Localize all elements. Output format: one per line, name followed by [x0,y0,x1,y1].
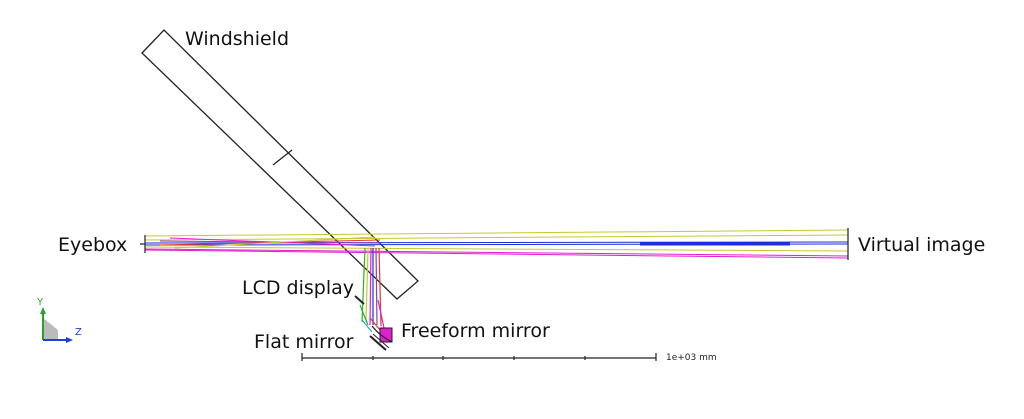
windshield-label: Windshield [185,28,289,50]
lcd-display-element [354,295,365,305]
scale-bar-label: 1e+03 mm [666,353,717,363]
flat-mirror-element [369,333,390,351]
scale-bar [301,353,657,361]
eyebox-marker [140,235,146,253]
virtual-image-label: Virtual image [858,234,986,256]
axis-z-label: Z [75,327,82,338]
ray-bundle-vertical [359,247,385,333]
lcd-display-label: LCD display [242,277,354,299]
freeform-mirror-label: Freeform mirror [401,320,550,342]
freeform-mirror-element [371,325,393,343]
ray-bundle-horizontal [144,229,849,259]
windshield-plate [141,29,419,300]
axis-y-label: Y [36,297,44,308]
eyebox-label: Eyebox [58,234,128,256]
flat-mirror-label: Flat mirror [254,331,354,353]
axis-triad: Y Z [36,297,82,343]
